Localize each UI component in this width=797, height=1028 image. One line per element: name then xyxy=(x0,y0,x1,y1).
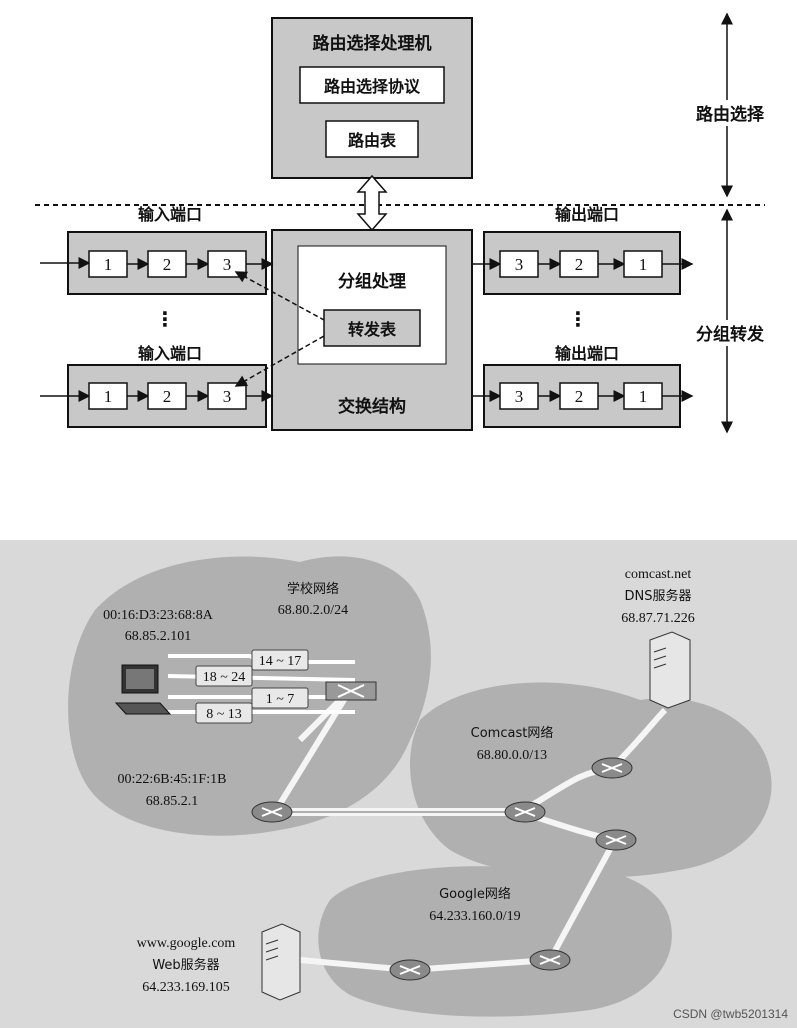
output-top-queue-1-label: 1 xyxy=(639,255,648,274)
message-step-arrows: 14 ~ 17 18 ~ 24 1 ~ 7 8 ~ 13 xyxy=(167,649,356,724)
output-bottom-queue-1-label: 1 xyxy=(639,387,648,406)
school-switch-icon xyxy=(325,681,377,701)
routing-table-label: 路由表 xyxy=(348,131,397,150)
input-bottom-queue-3 xyxy=(207,382,247,410)
output-port-label-bottom: 输出端口 xyxy=(555,344,619,363)
output-bottom-queue-2-label: 2 xyxy=(575,387,584,406)
input-bottom-queue-2-label: 2 xyxy=(163,387,172,406)
output-top-queue-2-label: 2 xyxy=(575,255,584,274)
output-bottom-queue-2 xyxy=(559,382,599,410)
router-architecture-diagram: 路由选择处理机 路由选择协议 路由表 分组处理 转发表 交换结构 输入端口 1 … xyxy=(35,12,770,434)
packet-processing-label: 分组处理 xyxy=(338,271,406,292)
routing-protocol-label: 路由选择协议 xyxy=(324,77,421,96)
web-server-icon xyxy=(261,923,301,1001)
input-port-ellipsis: ⋮ xyxy=(155,307,175,331)
input-top-queue-1-label: 1 xyxy=(104,255,113,274)
input-port-label-bottom: 输入端口 xyxy=(138,344,202,363)
forwarding-table-label: 转发表 xyxy=(348,320,397,339)
routing-protocol-box xyxy=(299,66,445,104)
dns-ip: 68.87.71.226 xyxy=(621,611,695,626)
step-label-1-7: 1 ~ 7 xyxy=(266,692,295,707)
input-top-queue-3-label: 3 xyxy=(223,255,232,274)
switch-fabric-label: 交换结构 xyxy=(338,396,406,417)
comcast-router-1-icon xyxy=(504,801,546,823)
comcast-router-2-icon xyxy=(591,757,633,779)
forwarding-lookup-bottom xyxy=(234,335,325,387)
control-data-link-arrow xyxy=(356,174,388,232)
step-label-18-24: 18 ~ 24 xyxy=(203,670,246,685)
forwarding-table-box xyxy=(323,309,421,347)
forwarding-plane-label: 分组转发 xyxy=(696,324,765,345)
output-top-queue-3-label: 3 xyxy=(515,255,524,274)
output-bottom-queue-3-label: 3 xyxy=(515,387,524,406)
laptop-mac: 00:16:D3:23:68:8A xyxy=(103,608,214,623)
output-port-ellipsis: ⋮ xyxy=(568,307,588,331)
comcast-network-name: Comcast网络 xyxy=(471,725,554,741)
output-top-queue-3 xyxy=(499,250,539,278)
router-icons xyxy=(251,757,637,981)
forwarding-lookup-top xyxy=(234,271,325,321)
gateway-ip: 68.85.2.1 xyxy=(146,794,199,809)
comcast-network-cloud xyxy=(410,682,772,879)
routing-table-box xyxy=(325,120,419,158)
web-ip: 64.233.169.105 xyxy=(142,980,230,995)
output-port-label-top: 输出端口 xyxy=(555,205,619,224)
step-label-8-13: 8 ~ 13 xyxy=(206,707,242,722)
forwarding-plane-label-bg xyxy=(690,320,770,346)
routing-plane-label-bg xyxy=(690,100,770,126)
csdn-watermark: CSDN @twb5201314 xyxy=(673,1007,788,1021)
school-network-name: 学校网络 xyxy=(287,581,339,597)
google-router-1-icon xyxy=(529,949,571,971)
routing-plane-label: 路由选择 xyxy=(696,104,765,125)
input-bottom-queue-1 xyxy=(88,382,128,410)
dns-domain: comcast.net xyxy=(625,567,692,582)
dns-server-label: DNS服务器 xyxy=(625,588,692,604)
comcast-network-prefix: 68.80.0.0/13 xyxy=(477,748,547,763)
input-bottom-queue-2 xyxy=(147,382,187,410)
gateway-mac: 00:22:6B:45:1F:1B xyxy=(118,772,227,787)
routing-processor-label: 路由选择处理机 xyxy=(313,33,432,54)
google-network-name: Google网络 xyxy=(439,886,511,902)
google-network-prefix: 64.233.160.0/19 xyxy=(429,909,520,924)
school-network-prefix: 68.80.2.0/24 xyxy=(278,603,348,618)
input-port-label-top: 输入端口 xyxy=(138,205,202,224)
network-scenario-diagram: 14 ~ 17 18 ~ 24 1 ~ 7 8 ~ 13 xyxy=(0,540,797,1028)
laptop-icon xyxy=(114,664,172,715)
google-router-2-icon xyxy=(389,959,431,981)
web-server-label: Web服务器 xyxy=(152,957,219,973)
web-domain: www.google.com xyxy=(137,936,236,951)
laptop-ip: 68.85.2.101 xyxy=(125,629,192,644)
step-label-14-17: 14 ~ 17 xyxy=(259,654,302,669)
gateway-router-icon xyxy=(251,801,293,823)
comcast-router-3-icon xyxy=(595,829,637,851)
output-top-queue-2 xyxy=(559,250,599,278)
input-top-queue-2-label: 2 xyxy=(163,255,172,274)
input-bottom-queue-1-label: 1 xyxy=(104,387,113,406)
dns-server-icon xyxy=(649,631,691,709)
input-bottom-queue-3-label: 3 xyxy=(223,387,232,406)
